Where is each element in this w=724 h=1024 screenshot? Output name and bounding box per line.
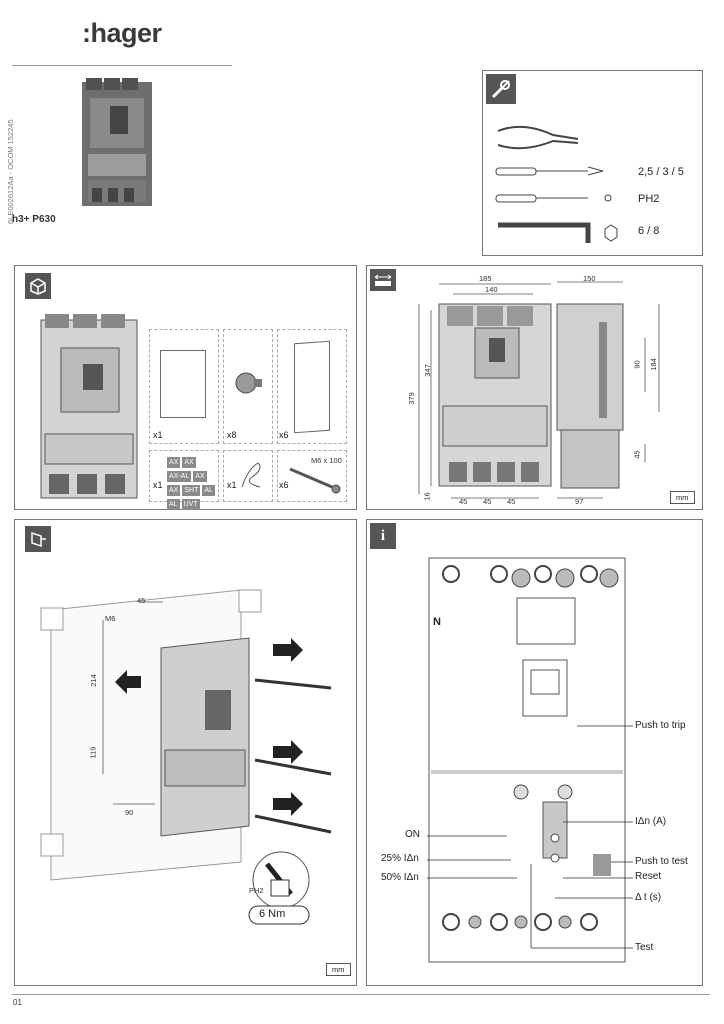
dim-height-total: 379: [406, 392, 416, 405]
label-delta-t: Δ t (s): [635, 892, 662, 903]
breaker-illustration: [40, 314, 138, 499]
tool-label: PH2: [249, 886, 264, 895]
screw-size-label: M6: [105, 614, 116, 623]
label-reset: Reset: [635, 871, 662, 882]
qty-terminal-screw: x8: [227, 430, 237, 440]
dim-height-inner: 347: [422, 364, 432, 377]
tools-panel: 2,5 / 3 / 5 PH2 6 / 8: [482, 70, 703, 256]
dimensions-panel: 185 140 379 347 16 45 45 45 150 97 90 18…: [366, 265, 703, 510]
accessory-leaflet: [149, 329, 219, 444]
dim-top-spacing: 45: [137, 596, 146, 605]
label-push-to-trip: Push to trip: [635, 720, 686, 731]
qty-terminal-shield: x6: [279, 430, 289, 440]
label-idn: IΔn (A): [635, 816, 667, 827]
accessory-seal-wire: [223, 450, 273, 502]
aux-label: AX-AL: [167, 471, 192, 482]
product-photo: [82, 78, 152, 206]
label-50pct: 50% IΔn: [381, 872, 419, 883]
dim-height-a: 214: [88, 674, 98, 687]
footer-divider: [12, 994, 710, 995]
dim-width-c: 90: [125, 808, 134, 817]
dim-height-b: 119: [88, 746, 98, 759]
dim-pole-spacing: 45: [459, 497, 468, 506]
box-icon: [25, 273, 51, 299]
aux-label: UVT: [181, 499, 200, 510]
aux-label: SHT: [182, 485, 201, 496]
page-number: 01: [13, 998, 22, 1007]
screw-spec: M6 x 100: [311, 456, 342, 465]
tool-drawings: [495, 125, 618, 243]
dim-front-width-outer: 185: [479, 274, 492, 283]
aux-label: AX: [167, 485, 181, 496]
aux-label: AL: [202, 485, 215, 496]
dim-side-h3: 45: [632, 450, 642, 459]
breaker-front-drawing: [427, 557, 633, 963]
label-25pct: 25% IΔn: [381, 853, 419, 864]
aux-label: AX: [167, 457, 181, 468]
unit-badge: mm: [670, 491, 695, 504]
mounting-drawing: [40, 589, 332, 925]
torque-label: 6 Nm: [259, 908, 286, 920]
hager-logo: :hager: [82, 18, 162, 48]
label-push-to-test: Push to test: [635, 856, 688, 867]
label-on: ON: [405, 829, 420, 840]
tools-icon: [486, 74, 516, 104]
label-test: Test: [635, 942, 654, 953]
qty-leaflet: x1: [153, 430, 163, 440]
product-name: h3+ P630: [12, 214, 56, 225]
qty-seal-wire: x1: [227, 480, 237, 490]
hex-key-sizes: 6 / 8: [638, 225, 660, 237]
header-divider: [12, 65, 232, 66]
info-icon: i: [370, 523, 396, 549]
dimension-drawing: [418, 281, 660, 499]
accessory-terminal-screw: [223, 329, 273, 444]
accessory-mounting-screw: [277, 450, 347, 502]
mounting-panel: 45 M6 214 119 90 PH2 6 Nm mm: [14, 519, 357, 986]
dim-side-depth: 150: [583, 274, 596, 283]
accessory-terminal-shield: [277, 329, 347, 444]
dim-side-h1: 90: [632, 360, 642, 369]
dim-front-width-inner: 140: [485, 285, 498, 294]
dimensions-icon: [370, 269, 396, 291]
dim-side-h2: 184: [648, 358, 658, 371]
dim-pole-spacing: 45: [483, 497, 492, 506]
phillips-size: PH2: [638, 193, 660, 205]
document-code: 6LE002612Aa - OCOM 152245: [6, 119, 15, 224]
neutral-letter: N: [433, 616, 441, 628]
info-panel: i N Push to trip IΔn (A) Push to test Re…: [366, 519, 703, 986]
aux-label: AX: [182, 457, 196, 468]
aux-label: AL: [167, 499, 180, 510]
dim-side-depth-lower: 97: [575, 497, 584, 506]
dim-bottom-offset: 16: [422, 492, 432, 501]
aux-label: AX: [193, 471, 207, 482]
mounting-icon: [25, 526, 51, 552]
qty-mounting-screw: x6: [279, 480, 289, 490]
qty-aux-labels: x1: [153, 480, 163, 490]
flat-screwdriver-sizes: 2,5 / 3 / 5: [638, 166, 684, 178]
unit-badge: mm: [326, 963, 351, 976]
dim-pole-spacing: 45: [507, 497, 516, 506]
